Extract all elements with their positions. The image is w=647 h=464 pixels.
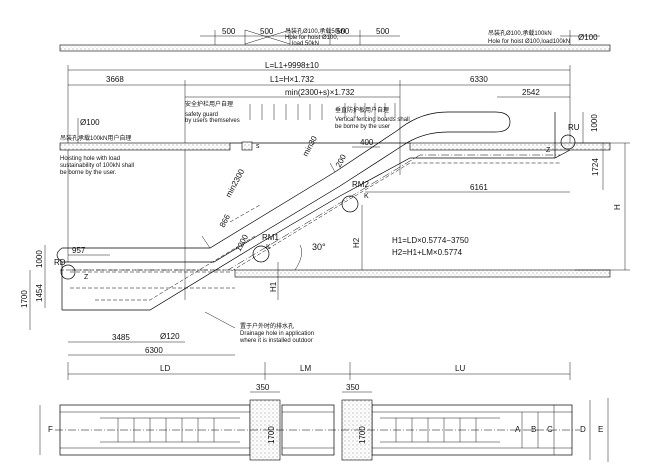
dim-6161: 6161 <box>470 183 488 192</box>
dim-6330: 6330 <box>470 75 488 84</box>
support-rm2 <box>341 195 359 213</box>
safety-note-en2: by users themselves <box>185 118 240 124</box>
plan-dim-350-a: 350 <box>256 383 270 392</box>
top-dimension-chain <box>200 29 600 45</box>
left-vertical-dims <box>29 245 46 330</box>
label-angle: 30° <box>312 242 326 252</box>
dim-H: H <box>613 204 622 210</box>
lower-floor-slab <box>234 269 611 278</box>
hoist-left-en3: be borne by the user. <box>60 170 117 176</box>
phi100-left: Ø100 <box>80 118 100 127</box>
hoist-left-cn: 吊装孔承载100kN用户自理 <box>60 134 131 142</box>
dim-min-length: min(2300+s)×1.732 <box>285 88 355 97</box>
safety-guard-marks <box>249 104 323 120</box>
safety-note-cn: 安全护栏用户自理 <box>185 100 233 108</box>
dim-h1: H1 <box>269 281 278 292</box>
escalator-inner-lines <box>201 162 336 249</box>
dim-LU: LU <box>455 364 465 373</box>
dim-6300: 6300 <box>145 346 163 355</box>
dim-500-c: 500 <box>336 27 350 36</box>
dim-2542: 2542 <box>522 88 540 97</box>
dim-3485: 3485 <box>112 333 130 342</box>
dim-1200: 1200 <box>234 233 251 253</box>
drain-note-en1: Drainage hole in application <box>240 331 314 337</box>
hoist-left-en2: sustainability of 100kN shall <box>60 163 134 169</box>
hoist-note-en1: Hole for hoist Ø100, <box>285 35 339 41</box>
plan-D: D <box>580 425 586 434</box>
right-vertical-dims <box>575 112 630 271</box>
angle-arc <box>294 244 302 271</box>
segment-dims <box>67 362 571 380</box>
dim-500-d: 500 <box>376 27 390 36</box>
label-ru: RU <box>568 123 580 132</box>
plan-dim-1700-b: 1700 <box>358 426 367 444</box>
dim-1700-left: 1700 <box>20 290 29 308</box>
plan-dim-350-b: 350 <box>346 383 360 392</box>
fence-note-en1: Vertical fencing boards shall <box>335 117 410 123</box>
hoist-left-en1: Hoisting hole with load <box>60 156 120 162</box>
dim-LD: LD <box>160 364 170 373</box>
plan-F: F <box>48 425 53 434</box>
upper-floor-slab-right <box>409 142 611 151</box>
label-s: s <box>256 143 260 150</box>
label-k2: K <box>364 193 369 200</box>
fence-note-cn: 垂直防护板用户自理 <box>335 106 389 114</box>
h1-formula: H1=LD×0.5774−3750 <box>392 236 469 245</box>
dim-1000-right: 1000 <box>590 114 599 132</box>
dim-3668: 3668 <box>106 75 124 84</box>
dim-h2: H2 <box>352 237 361 248</box>
support-rm1 <box>252 245 270 263</box>
top-ceiling-slab <box>59 44 611 52</box>
dim-LM: LM <box>300 364 311 373</box>
fence-marks <box>344 103 396 118</box>
dim-1454: 1454 <box>35 284 44 302</box>
drain-note-en2: where it is installed outdoor <box>239 338 313 344</box>
label-rd: RD <box>54 258 66 267</box>
dim-866: 866 <box>218 212 232 228</box>
dim-400: 400 <box>360 138 374 147</box>
hoist-note-en2: load 50kN <box>292 41 319 47</box>
phi100-top: Ø100 <box>578 33 598 42</box>
dim-200: 200 <box>334 152 348 168</box>
dim-500-a: 500 <box>222 27 236 36</box>
dim-min2300: min2300 <box>224 167 247 199</box>
escalator-truss <box>56 111 571 311</box>
dim-1724: 1724 <box>591 158 600 176</box>
plan-view <box>39 391 609 462</box>
label-rm1: RM1 <box>262 233 279 242</box>
safety-note-en1: safety guard <box>185 112 218 118</box>
plan-E: E <box>598 425 603 434</box>
dim-min30: min30 <box>301 134 319 158</box>
drain-note-cn: 置于户外时的排水孔 <box>240 322 294 330</box>
support-rd <box>60 264 76 280</box>
plan-C: C <box>547 425 553 434</box>
label-z1: Z <box>546 147 551 154</box>
hoist-note-cn: 吊装孔Ø100,承载50kN <box>285 27 345 35</box>
dim-1000-left: 1000 <box>35 250 44 268</box>
dim-L1: L1=H×1.732 <box>270 75 315 84</box>
upper-floor-slab-left <box>59 142 231 151</box>
label-k1: K <box>266 244 271 251</box>
phi120: Ø120 <box>160 332 180 341</box>
dim-L: L=L1+9998±10 <box>265 61 319 70</box>
hoist-right-en: Hole for hoist Ø100,load100kN <box>488 39 570 45</box>
dim-957: 957 <box>72 246 86 255</box>
plan-A: A <box>515 425 521 434</box>
length-dimension-lines <box>67 65 571 300</box>
plan-B: B <box>531 425 536 434</box>
label-z2: Z <box>84 274 89 281</box>
support-ru <box>560 134 576 150</box>
plan-dim-1700-a: 1700 <box>267 426 276 444</box>
dim-500-b: 500 <box>260 27 274 36</box>
label-rm2: RM2 <box>352 180 369 189</box>
h2-formula: H2=H1+LM×0.5774 <box>392 248 463 257</box>
hoist-right-cn: 吊装孔Ø100,承载100kN <box>488 29 552 37</box>
upper-support-block <box>241 141 253 151</box>
fence-note-en2: be borne by the user <box>335 124 390 130</box>
